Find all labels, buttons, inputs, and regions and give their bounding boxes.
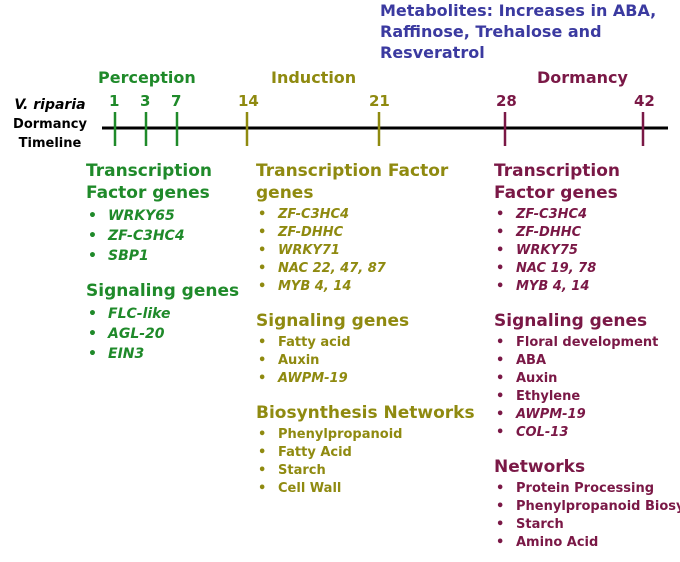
tick-label: 42 xyxy=(634,92,655,110)
network-item: Starch xyxy=(494,516,680,534)
section-heading: Signaling genes xyxy=(86,281,240,301)
induction-signaling-section: Signaling genes Fatty acid Auxin AWPM-19 xyxy=(256,310,486,388)
induction-tf-section: Transcription Factor genes ZF-C3HC4 ZF-D… xyxy=(256,160,486,296)
perception-column: Transcription Factor genes WRKY65 ZF-C3H… xyxy=(86,160,251,374)
tick-label: 21 xyxy=(369,92,390,110)
network-item: Fatty Acid xyxy=(256,444,486,462)
tick-label: 3 xyxy=(140,92,151,110)
section-heading: Biosynthesis Networks xyxy=(256,403,475,423)
section-heading: Signaling genes xyxy=(494,311,648,331)
gene-item: FLC-like xyxy=(86,304,251,324)
section-heading: Transcription Factor genes xyxy=(86,161,212,203)
phase-perception-label: Perception xyxy=(98,68,196,87)
gene-item: Ethylene xyxy=(494,388,680,406)
gene-item: Auxin xyxy=(494,370,680,388)
gene-item: WRKY65 xyxy=(86,206,251,226)
timeline-label-line1: Dormancy xyxy=(13,117,87,132)
induction-column: Transcription Factor genes ZF-C3HC4 ZF-D… xyxy=(256,160,486,508)
gene-item: WRKY75 xyxy=(494,242,680,260)
gene-item: NAC 22, 47, 87 xyxy=(256,260,486,278)
species-name: V. riparia xyxy=(14,97,86,113)
gene-item: ZF-DHHC xyxy=(494,224,680,242)
timeline-axis xyxy=(102,112,668,146)
gene-item: Auxin xyxy=(256,352,486,370)
metabolites-note: Metabolites: Increases in ABA, Raffinose… xyxy=(380,1,657,62)
gene-item: COL-13 xyxy=(494,424,680,442)
network-item: Starch xyxy=(256,462,486,480)
gene-item: ZF-C3HC4 xyxy=(86,226,251,246)
tick-label: 28 xyxy=(496,92,517,110)
gene-item: EIN3 xyxy=(86,344,251,364)
gene-item: MYB 4, 14 xyxy=(494,278,680,296)
network-item: Phenylpropanoid Biosyn xyxy=(494,498,680,516)
induction-biosynthesis-section: Biosynthesis Networks Phenylpropanoid Fa… xyxy=(256,402,486,498)
timeline-label: V. riparia Dormancy Timeline xyxy=(0,96,100,153)
network-item: Cell Wall xyxy=(256,480,486,498)
network-item: Amino Acid xyxy=(494,534,680,552)
gene-item: ZF-C3HC4 xyxy=(494,206,680,224)
gene-item: Floral development xyxy=(494,334,680,352)
dormancy-signaling-section: Signaling genes Floral development ABA A… xyxy=(494,310,680,442)
gene-item: ZF-C3HC4 xyxy=(256,206,486,224)
timeline-label-line2: Timeline xyxy=(18,136,82,151)
network-item: Protein Processing xyxy=(494,480,680,498)
section-heading: Networks xyxy=(494,457,586,477)
tick-label: 14 xyxy=(238,92,259,110)
phase-dormancy-label: Dormancy xyxy=(537,68,628,87)
perception-signaling-section: Signaling genes FLC-like AGL-20 EIN3 xyxy=(86,280,251,364)
gene-item: MYB 4, 14 xyxy=(256,278,486,296)
gene-item: AGL-20 xyxy=(86,324,251,344)
gene-item: Fatty acid xyxy=(256,334,486,352)
gene-item: ZF-DHHC xyxy=(256,224,486,242)
network-item: Phenylpropanoid xyxy=(256,426,486,444)
gene-item: AWPM-19 xyxy=(494,406,680,424)
phase-induction-label: Induction xyxy=(271,68,357,87)
gene-item: NAC 19, 78 xyxy=(494,260,680,278)
gene-item: SBP1 xyxy=(86,246,251,266)
dormancy-tf-section: Transcription Factor genes ZF-C3HC4 ZF-D… xyxy=(494,160,680,296)
gene-item: AWPM-19 xyxy=(256,370,486,388)
section-heading: Transcription Factor genes xyxy=(494,161,620,203)
tick-label: 1 xyxy=(109,92,120,110)
dormancy-column: Transcription Factor genes ZF-C3HC4 ZF-D… xyxy=(494,160,680,562)
tick-label: 7 xyxy=(171,92,182,110)
section-heading: Signaling genes xyxy=(256,311,410,331)
section-heading: Transcription Factor genes xyxy=(256,161,449,203)
perception-tf-section: Transcription Factor genes WRKY65 ZF-C3H… xyxy=(86,160,251,266)
gene-item: ABA xyxy=(494,352,680,370)
gene-item: WRKY71 xyxy=(256,242,486,260)
dormancy-networks-section: Networks Protein Processing Phenylpropan… xyxy=(494,456,680,552)
